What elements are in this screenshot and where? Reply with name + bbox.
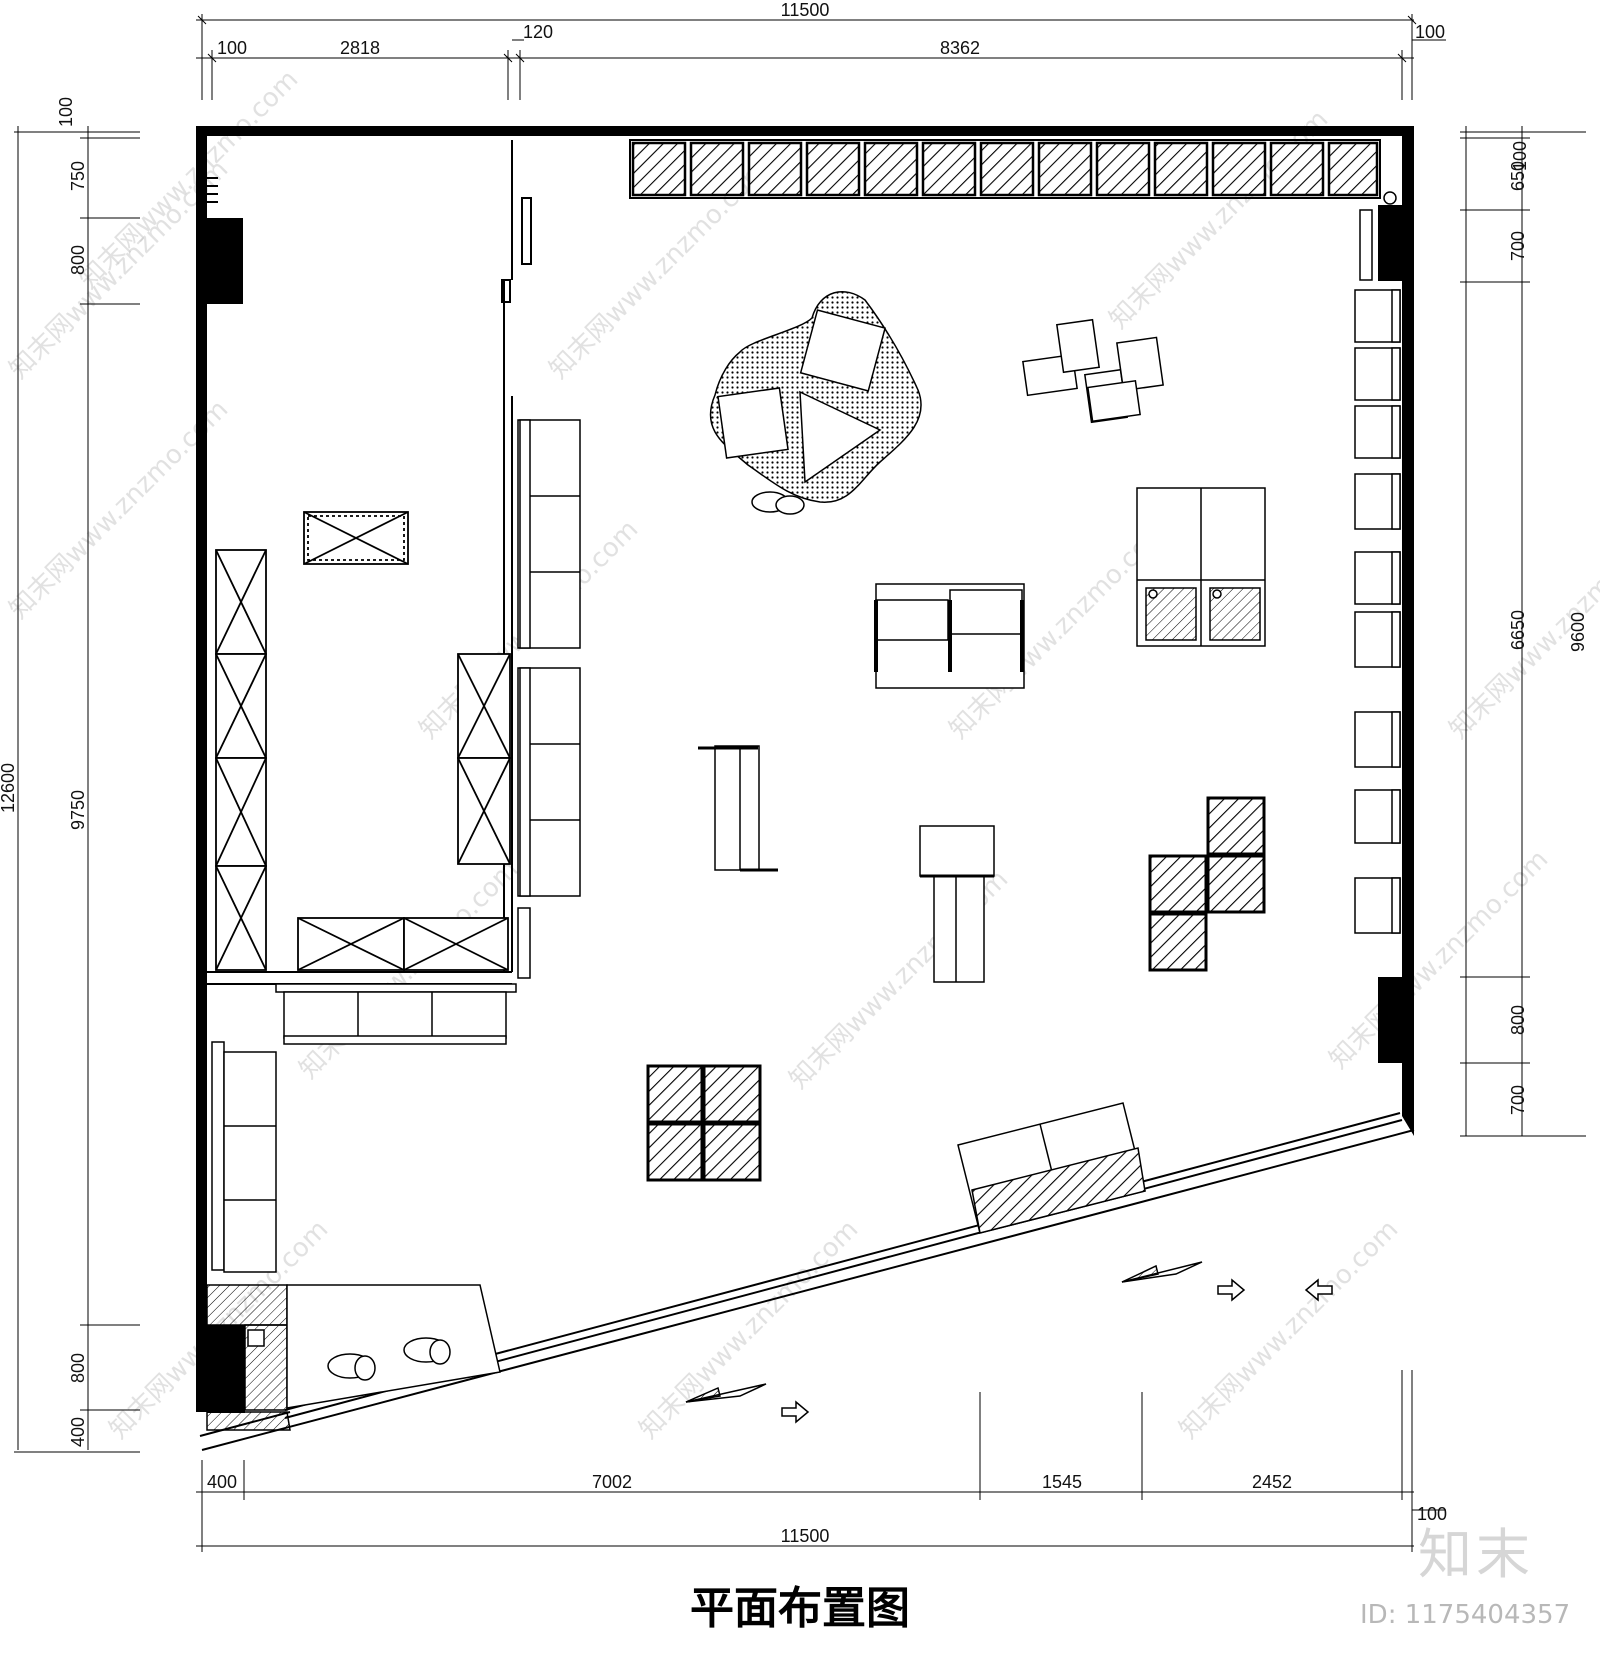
arrow-right-icon: [1217, 1278, 1246, 1302]
right-wall: [1402, 126, 1414, 1136]
top-wall-cabinets: [629, 139, 1397, 281]
dim-left-total: 12600: [0, 763, 18, 813]
dim-top-seg-5: 100: [1415, 22, 1445, 42]
left-wall-benches: [211, 1041, 277, 1273]
display-tables-center: [874, 583, 1025, 689]
dim-top-seg-4: 8362: [940, 38, 980, 58]
dim-right-seg-3: 700: [1508, 231, 1528, 261]
floor-markers: [685, 1261, 1203, 1403]
drawing-title: 平面布置图: [690, 1583, 910, 1634]
dim-bottom-seg-3: 1545: [1042, 1472, 1082, 1492]
dim-right-seg-5: 800: [1508, 1005, 1528, 1035]
dim-left-seg-5: 800: [68, 1353, 88, 1383]
storage-shelf-left: [215, 549, 267, 971]
dim-bottom-seg-1: 400: [207, 1472, 237, 1492]
dim-top-seg-2: 2818: [340, 38, 380, 58]
dim-right-seg-6: 700: [1508, 1085, 1528, 1115]
dim-left-seg-4: 9750: [68, 790, 88, 830]
counter-bench: [275, 983, 517, 1045]
dim-bottom-seg-4: 2452: [1252, 1472, 1292, 1492]
vent-marks: [207, 177, 218, 203]
watermark: 知末网www.znzmo.com: [1174, 1214, 1405, 1445]
chair-cluster: [1022, 318, 1164, 424]
dim-right-seg-1: 100: [1510, 141, 1530, 171]
watermark: 知末网www.znzmo.com: [74, 64, 305, 295]
column-bottom-left: [207, 1325, 245, 1413]
partition-benches: [517, 419, 581, 979]
dim-bottom-seg-5: 100: [1417, 1504, 1447, 1524]
column-top-left: [207, 218, 243, 304]
storage-shelf-right: [457, 653, 511, 865]
t-display-stand: [919, 825, 995, 983]
dim-top-seg-1: 100: [217, 38, 247, 58]
brand-logo: 知末: [1418, 1523, 1534, 1586]
walls: [196, 126, 1414, 1413]
dimension-labels: 11500 100 2818 120 8362 100 12600 100 75…: [0, 0, 1588, 1546]
dim-left-seg-3: 800: [68, 245, 88, 275]
cabinet-row: [631, 141, 1379, 197]
dim-right-total: 9600: [1568, 612, 1588, 652]
hatched-display-left: [646, 1064, 762, 1182]
storage-room: [215, 511, 511, 971]
hatched-display-right: [1148, 796, 1266, 972]
fitting-cabinets: [1136, 487, 1266, 647]
rug-lounge: [709, 291, 922, 515]
dim-bottom-seg-2: 7002: [592, 1472, 632, 1492]
arrow-left-icon: [1304, 1278, 1333, 1302]
image-id-label: ID: 1175404357: [1360, 1600, 1571, 1630]
storage-shelf-bottom: [297, 917, 509, 971]
dim-bottom-total: 11500: [781, 1526, 830, 1546]
dim-left-seg-1: 100: [56, 97, 76, 127]
window-display: [957, 1102, 1146, 1234]
dimension-lines: [14, 14, 1586, 1552]
watermark: 知末网www.znzmo.com: [1104, 104, 1335, 335]
dim-right-seg-4: 6650: [1508, 610, 1528, 650]
entrance-arrows: [781, 1278, 1333, 1424]
left-wall: [196, 126, 207, 1412]
watermark: 知末网www.znzmo.com: [634, 1214, 865, 1445]
dim-left-seg-2: 750: [68, 161, 88, 191]
column-right-bottom: [1378, 977, 1404, 1063]
dim-top-total: 11500: [781, 0, 830, 20]
column-right-top: [1378, 205, 1404, 281]
top-wall: [196, 126, 1414, 136]
mannequins: [327, 1337, 451, 1381]
arrow-right-icon: [781, 1400, 810, 1424]
dim-left-seg-6: 400: [68, 1417, 88, 1447]
right-wall-shelves: [1354, 289, 1401, 934]
dim-top-seg-3: 120: [523, 22, 553, 42]
dim-right-seg-2: 650: [1508, 161, 1528, 191]
garment-rack: [698, 745, 778, 872]
